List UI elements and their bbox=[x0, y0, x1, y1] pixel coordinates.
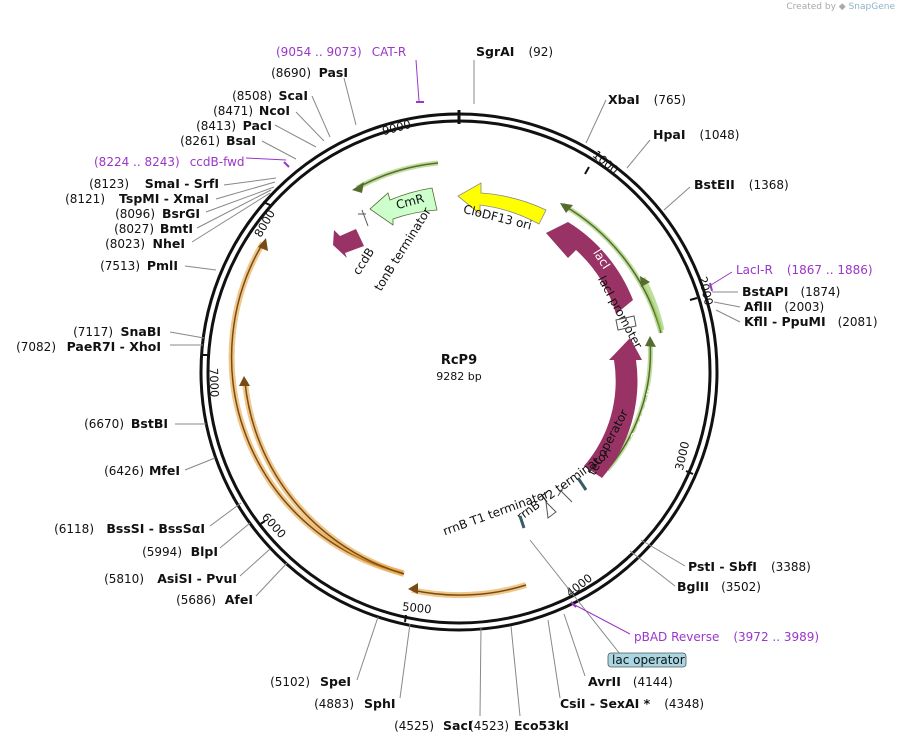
site-bstapi: BstAPI(1874) bbox=[742, 284, 840, 299]
site-mfei-pos: (6426) bbox=[104, 464, 144, 478]
tick-label-9000: 9000 bbox=[381, 117, 413, 138]
tick-label-5000: 5000 bbox=[402, 599, 433, 616]
orf-arc-cmr bbox=[355, 160, 439, 191]
site-spei: SpeI bbox=[320, 674, 351, 689]
site-paer7i-xhoi: PaeR7I - XhoI bbox=[67, 339, 161, 354]
site-smai-srfi: SmaI - SrfI bbox=[145, 176, 219, 191]
site-afei: AfeI bbox=[225, 592, 253, 607]
site-nhei: NheI bbox=[153, 236, 186, 251]
site-bsssi-bsssai: BssSI - BssSαI bbox=[106, 521, 205, 536]
site-eco53ki: Eco53kI bbox=[514, 718, 569, 733]
primer-laci-r: LacI-R(1867 .. 1886) bbox=[736, 263, 873, 277]
site-bsteii: BstEII(1368) bbox=[694, 177, 789, 192]
site-bstbi: BstBI bbox=[131, 416, 168, 431]
promoter-icon bbox=[615, 315, 637, 331]
snapgene-logo-icon: ◆ bbox=[838, 2, 846, 12]
site-snabi-pos: (7117) bbox=[73, 325, 113, 339]
primer-labels: (9054 .. 9073)CAT-R (8224 .. 8243)ccdB-f… bbox=[94, 45, 873, 644]
site-bstbi-pos: (6670) bbox=[84, 417, 124, 431]
rrnb-t1-mark bbox=[518, 515, 526, 529]
primer-pbad-reverse: pBAD Reverse(3972 .. 3989) bbox=[634, 630, 819, 644]
site-psti-sbfi: PstI - SbfI(3388) bbox=[688, 559, 811, 574]
site-bmti: BmtI bbox=[160, 221, 193, 236]
site-saci: SacI bbox=[443, 718, 473, 733]
site-eco53ki-pos: (4523) bbox=[469, 719, 509, 733]
site-pmli: PmlI bbox=[147, 258, 178, 273]
snapgene-credit: Created by ◆ SnapGene bbox=[786, 2, 895, 12]
site-leader-lines bbox=[169, 60, 741, 717]
site-blpi-pos: (5994) bbox=[142, 545, 182, 559]
feature-clodf13-ori bbox=[457, 182, 547, 225]
primer-cat-r: (9054 .. 9073)CAT-R bbox=[276, 45, 406, 59]
primer-ccdb-fwd: (8224 .. 8243)ccdB-fwd bbox=[94, 155, 245, 169]
site-paer7i-xhoi-pos: (7082) bbox=[16, 340, 56, 354]
site-mfei: MfeI bbox=[149, 463, 180, 478]
label-rrnb-t2-terminator: rrnB T2 terminator bbox=[514, 447, 613, 524]
site-tspmi-xmai-pos: (8121) bbox=[65, 192, 105, 206]
site-pmli-pos: (7513) bbox=[100, 259, 140, 273]
site-pasi: PasI bbox=[319, 65, 348, 80]
site-hpai: HpaI(1048) bbox=[653, 127, 739, 142]
terminator-t2-icon bbox=[557, 485, 573, 503]
credit-brand: SnapGene bbox=[848, 2, 895, 12]
site-smai-srfi-pos: (8123) bbox=[89, 177, 129, 191]
site-sphi: SphI bbox=[364, 696, 396, 711]
feature-cmr bbox=[369, 187, 438, 226]
tick-marks bbox=[202, 166, 698, 623]
site-asisi-pvui-pos: (5810) bbox=[104, 572, 144, 586]
tick-label-6000: 6000 bbox=[259, 510, 289, 541]
site-spei-pos: (5102) bbox=[270, 675, 310, 689]
site-sphi-pos: (4883) bbox=[314, 697, 354, 711]
site-kfli-ppumi: KflI - PpuMI(2081) bbox=[744, 314, 878, 329]
site-scai: ScaI bbox=[279, 88, 309, 103]
site-avrii: AvrII(4144) bbox=[588, 674, 673, 689]
site-bsai: BsaI bbox=[226, 133, 256, 148]
tick-label-7000: 7000 bbox=[207, 368, 222, 398]
site-ncoi: NcoI bbox=[259, 103, 290, 118]
tick-label-3000: 3000 bbox=[672, 440, 692, 472]
plasmid-length: 9282 bp bbox=[436, 370, 481, 383]
terminator-icon bbox=[358, 209, 369, 227]
site-labels: SgrAI(92) XbaI(765) HpaI(1048) BstEII(13… bbox=[16, 44, 877, 733]
label-ccdb: ccdB bbox=[350, 245, 377, 277]
feature-laci bbox=[546, 222, 633, 314]
site-pasi-pos: (8690) bbox=[271, 66, 311, 80]
site-xbai: XbaI(765) bbox=[608, 92, 686, 107]
site-blpi: BlpI bbox=[191, 544, 218, 559]
terminator-t1-icon bbox=[545, 500, 557, 519]
label-tonb-terminator: tonB terminator bbox=[371, 205, 434, 293]
site-asisi-pvui: AsiSI - PvuI bbox=[157, 571, 237, 586]
tet-operator-mark bbox=[576, 477, 588, 491]
site-csii-sexai: CsiI - SexAI *(4348) bbox=[560, 696, 704, 711]
site-tspmi-xmai: TspMI - XmaI bbox=[119, 191, 209, 206]
feature-ccdb bbox=[333, 229, 364, 258]
site-bsai-pos: (8261) bbox=[180, 134, 220, 148]
site-saci-pos: (4525) bbox=[394, 719, 434, 733]
feature-m13-gene-iii bbox=[584, 338, 642, 478]
site-snabi: SnaBI bbox=[120, 324, 161, 339]
site-scai-pos: (8508) bbox=[232, 89, 272, 103]
site-ncoi-pos: (8471) bbox=[213, 104, 253, 118]
site-bsrgi: BsrGI bbox=[162, 206, 200, 221]
credit-prefix: Created by bbox=[786, 2, 836, 12]
site-nhei-pos: (8023) bbox=[105, 237, 145, 251]
site-sgrai: SgrAI(92) bbox=[476, 44, 553, 59]
site-paci-pos: (8413) bbox=[196, 119, 236, 133]
site-afei-pos: (5686) bbox=[176, 593, 216, 607]
lac-operator-box bbox=[607, 652, 687, 668]
site-bglii: BglII(3502) bbox=[677, 579, 761, 594]
orf-arc-laci-2 bbox=[640, 276, 665, 331]
site-paci: PacI bbox=[243, 118, 272, 133]
site-bsrgi-pos: (8096) bbox=[115, 207, 155, 221]
site-bsssi-bsssai-pos: (6118) bbox=[54, 522, 94, 536]
site-aflii: AflII(2003) bbox=[744, 299, 824, 314]
label-lac-operator: lac operator bbox=[612, 653, 685, 667]
site-bmti-pos: (8027) bbox=[114, 222, 154, 236]
plasmid-name: RcP9 bbox=[441, 353, 477, 368]
primer-markers bbox=[245, 59, 733, 635]
